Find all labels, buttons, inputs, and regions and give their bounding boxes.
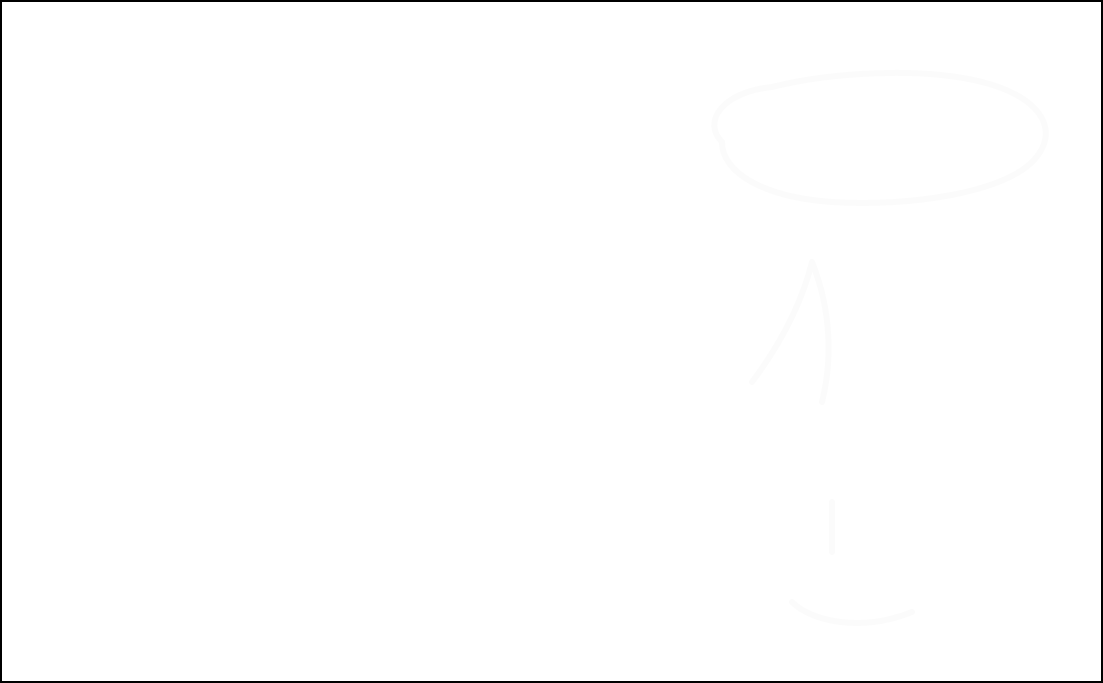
watermark-cloud-shape [711, 69, 1049, 206]
faint-watermark-drawing [711, 69, 1049, 626]
watermark-base-shape [789, 499, 915, 626]
watermark-stem-shape [749, 259, 832, 405]
